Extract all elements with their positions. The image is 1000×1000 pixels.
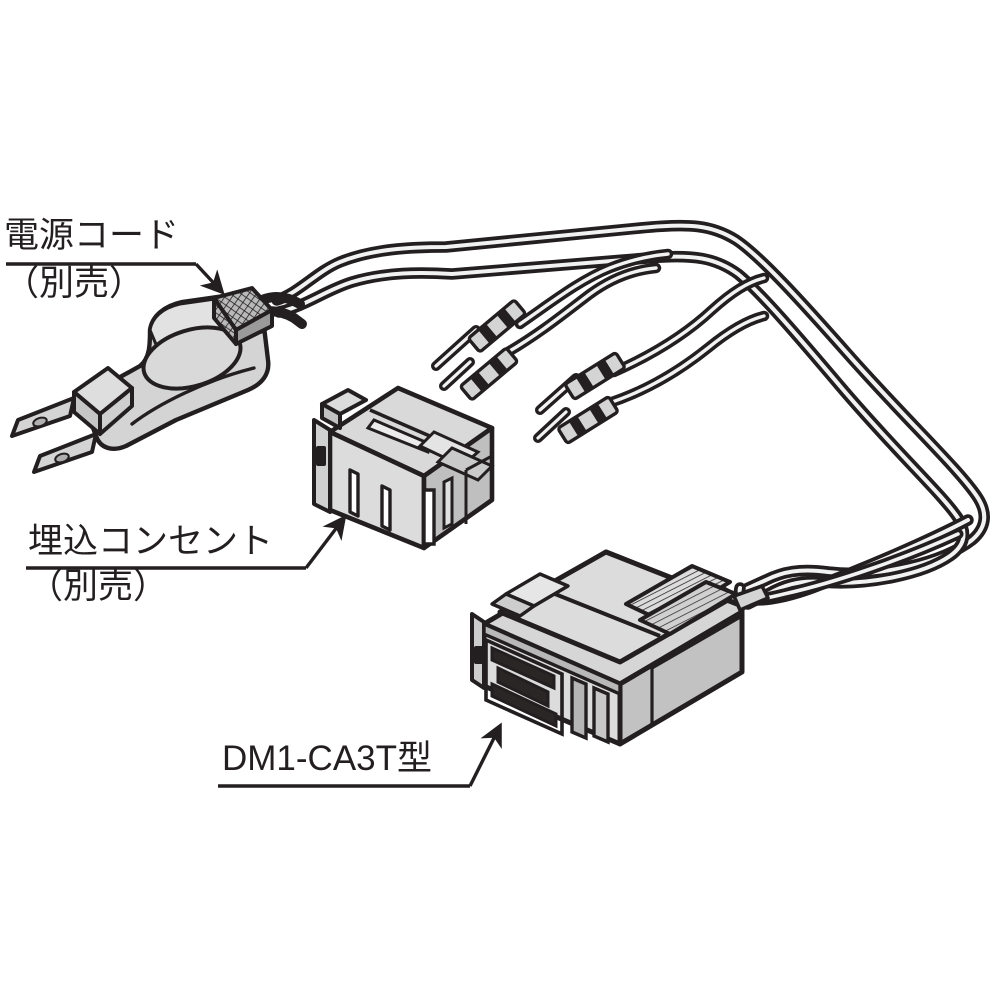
power-cord-leader-arrow — [194, 262, 225, 295]
label-power-cord: 電源コード （別売） — [4, 216, 180, 304]
label-embedded-outlet: 埋込コンセント （別売） — [28, 522, 274, 607]
label-embedded-outlet-line1: 埋込コンセント — [28, 522, 274, 562]
leader-lines-group — [6, 262, 502, 788]
power-plug — [10, 286, 274, 474]
label-device-model-line1: DM1-CA3T型 — [222, 739, 433, 778]
dm1-ca3t-device-body — [470, 549, 770, 747]
label-power-cord-line2: （別売） — [4, 263, 145, 304]
label-embedded-outlet-line2: （別売） — [28, 566, 169, 607]
outlet-leader-arrow — [304, 514, 347, 570]
pin-terminals-group — [459, 299, 626, 445]
label-power-cord-line1: 電源コード — [4, 216, 180, 256]
label-device-model: DM1-CA3T型 — [222, 740, 432, 778]
model-leader-arrow — [468, 722, 502, 787]
cable-assembly-group — [257, 219, 990, 610]
embedded-outlet-body — [312, 385, 495, 551]
